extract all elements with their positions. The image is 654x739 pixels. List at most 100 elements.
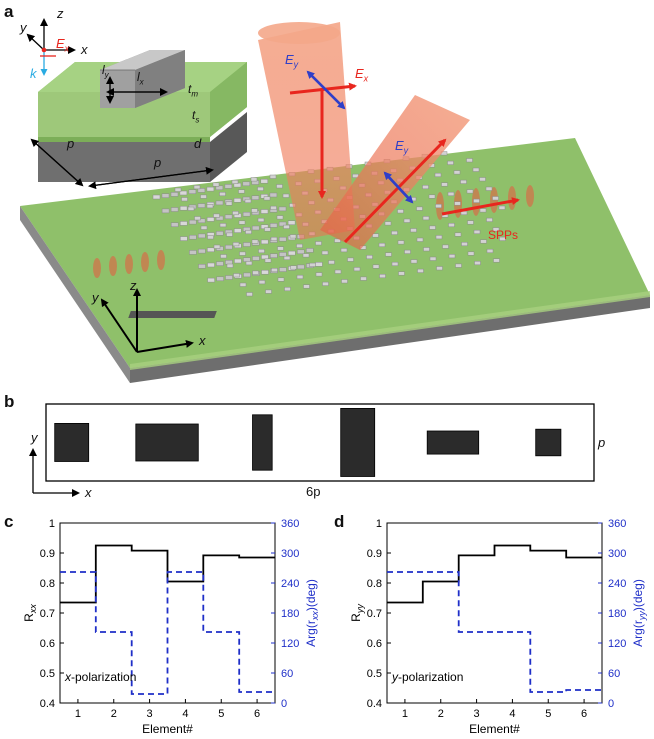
dim-lx: lx bbox=[137, 70, 144, 87]
meta-pillar bbox=[391, 261, 399, 266]
inset-axis-z: z bbox=[57, 6, 64, 21]
meta-pillar bbox=[289, 234, 297, 239]
y-tick-label: 0.9 bbox=[367, 548, 382, 560]
meta-pillar bbox=[238, 220, 246, 225]
inset-label-ex: Ex bbox=[56, 36, 70, 54]
meta-pillar bbox=[499, 236, 506, 241]
meta-pillar bbox=[215, 231, 224, 236]
y-tick-label: 0.5 bbox=[40, 668, 55, 680]
meta-pillar bbox=[216, 276, 224, 282]
main-axis-x: x bbox=[199, 333, 206, 348]
panel-b-supercell bbox=[29, 403, 595, 497]
x-tick-label: 2 bbox=[438, 708, 444, 720]
meta-pillar bbox=[404, 249, 411, 254]
meta-pillar bbox=[231, 179, 239, 184]
meta-pillar bbox=[242, 211, 251, 217]
meta-pillar bbox=[422, 185, 429, 190]
meta-pillar bbox=[197, 218, 206, 224]
panel-label-d: d bbox=[334, 512, 345, 531]
meta-pillar bbox=[252, 270, 259, 275]
meta-pillar bbox=[261, 254, 269, 260]
meta-pillar bbox=[179, 205, 188, 211]
meta-pillar bbox=[461, 242, 468, 247]
y2-tick-label: 180 bbox=[608, 608, 626, 620]
meta-pillar bbox=[428, 194, 436, 199]
meta-pillar bbox=[270, 205, 277, 210]
meta-pillar bbox=[234, 258, 242, 264]
meta-pillar bbox=[378, 242, 386, 247]
meta-pillar bbox=[225, 260, 233, 265]
meta-pillar bbox=[447, 191, 455, 196]
meta-pillar bbox=[455, 263, 462, 268]
reflectance-line bbox=[60, 544, 275, 604]
meta-pillar bbox=[384, 221, 392, 226]
x-tick-label: 3 bbox=[147, 708, 153, 720]
meta-pillar bbox=[213, 213, 220, 218]
meta-pillar bbox=[435, 235, 443, 240]
main-axes bbox=[100, 288, 194, 353]
meta-pillar bbox=[422, 216, 430, 221]
x-tick-label: 4 bbox=[182, 708, 188, 720]
meta-pillar bbox=[397, 240, 405, 245]
meta-pillar bbox=[296, 243, 303, 248]
meta-pillar bbox=[216, 261, 224, 266]
meta-pillar bbox=[474, 261, 481, 266]
meta-pillar bbox=[287, 220, 296, 225]
meta-pillar bbox=[279, 267, 287, 272]
meta-pillar bbox=[161, 208, 170, 214]
meta-pillar bbox=[447, 160, 454, 165]
dim-p1: p bbox=[67, 136, 75, 151]
meta-pillar bbox=[232, 211, 239, 216]
meta-pillar bbox=[188, 189, 197, 194]
meta-pillar bbox=[353, 267, 361, 272]
meta-pillar bbox=[297, 264, 305, 270]
meta-pillar bbox=[219, 192, 226, 197]
meta-pillar bbox=[290, 265, 297, 270]
main-axis-z: z bbox=[130, 278, 137, 293]
meta-pillar bbox=[303, 284, 310, 289]
meta-pillar bbox=[347, 257, 354, 262]
y-tick-label: 0.7 bbox=[367, 608, 382, 620]
meta-pillar bbox=[189, 250, 197, 255]
panel-label-c: c bbox=[4, 512, 14, 531]
meta-pillar bbox=[207, 277, 215, 283]
meta-pillar bbox=[315, 262, 323, 267]
panel-b-height-label: p bbox=[598, 435, 606, 450]
y2-tick-label: 360 bbox=[608, 518, 626, 530]
meta-pillar bbox=[278, 221, 287, 227]
metasurface-array bbox=[128, 151, 506, 318]
meta-pillar bbox=[264, 227, 271, 232]
meta-pillar bbox=[276, 184, 283, 189]
meta-pillar bbox=[226, 263, 234, 268]
panel-b-width-label: 6p bbox=[306, 484, 321, 499]
supercell-element bbox=[535, 428, 562, 457]
meta-pillar bbox=[492, 196, 499, 201]
meta-pillar bbox=[243, 242, 251, 247]
phase-line bbox=[387, 571, 602, 693]
meta-pillar bbox=[212, 182, 220, 187]
y2-tick-label: 180 bbox=[281, 608, 299, 620]
meta-pillar bbox=[315, 241, 322, 246]
meta-pillar bbox=[448, 223, 455, 228]
meta-pillar bbox=[198, 233, 206, 239]
meta-pillar bbox=[225, 201, 233, 206]
meta-pillar bbox=[238, 189, 245, 194]
y2-tick-label: 360 bbox=[281, 518, 299, 530]
meta-pillar bbox=[244, 198, 252, 203]
meta-pillar bbox=[269, 192, 278, 198]
dim-tm: tm bbox=[188, 82, 199, 99]
y2-tick-label: 60 bbox=[281, 668, 293, 680]
panel-label-a: a bbox=[4, 2, 14, 21]
panel-b-axis-y: y bbox=[31, 430, 38, 445]
meta-pillar bbox=[233, 198, 242, 203]
beam-label-ey2: Ey bbox=[395, 138, 409, 156]
reflectance-line bbox=[387, 544, 602, 604]
meta-pillar bbox=[224, 184, 233, 189]
meta-pillar bbox=[403, 218, 411, 223]
meta-pillar bbox=[206, 204, 214, 209]
meta-pillar bbox=[250, 177, 258, 182]
meta-pillar bbox=[252, 256, 260, 261]
meta-pillar bbox=[467, 220, 474, 225]
meta-pillar bbox=[200, 194, 207, 199]
dim-d: d bbox=[194, 136, 202, 151]
